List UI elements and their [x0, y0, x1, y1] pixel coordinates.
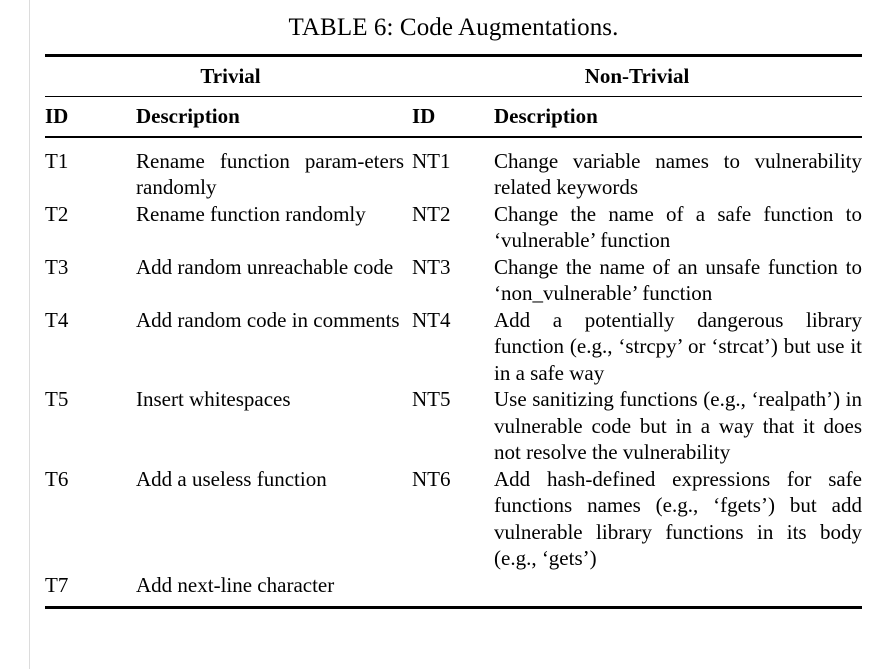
bottom-rule-spacer: [45, 598, 862, 606]
trivial-description: Add next-line character: [136, 572, 335, 597]
group-header-trivial: Trivial: [200, 63, 261, 88]
non-trivial-id: NT2: [412, 201, 451, 226]
table-row: T7 Add next-line character: [45, 572, 862, 599]
non-trivial-description: Use sanitizing functions (e.g., ‘re­alpa…: [494, 387, 862, 465]
group-header-non-trivial: Non-Trivial: [584, 63, 690, 88]
column-header-description-trivial: Description: [136, 104, 240, 129]
table-caption: TABLE 6: Code Augmentations.: [288, 14, 619, 41]
column-header-id-trivial: ID: [45, 104, 69, 129]
page-column-guide-line: [29, 0, 30, 669]
non-trivial-id: NT4: [412, 307, 451, 332]
non-trivial-description: Change the name of an unsafe func­tion t…: [494, 254, 862, 306]
column-header-description-non-trivial: Description: [494, 104, 598, 129]
table-column-header-row: ID Description ID Description: [45, 97, 862, 136]
non-trivial-id: NT6: [412, 466, 451, 491]
table-row: T5 Insert whitespaces NT5 Use sanitizing…: [45, 386, 862, 466]
table-row: T4 Add random code in comments NT4 Add a…: [45, 307, 862, 387]
group-header-rule-row: [45, 95, 862, 98]
non-trivial-id: NT5: [412, 387, 451, 412]
trivial-description: Insert whitespaces: [136, 387, 291, 412]
trivial-id: T6: [45, 466, 69, 491]
table-top-rule: [45, 53, 862, 57]
trivial-id: T5: [45, 387, 69, 412]
non-trivial-description: [494, 572, 862, 599]
column-header-id-non-trivial: ID: [412, 104, 436, 129]
non-trivial-description: Change variable names to vulnera­bility …: [494, 148, 862, 200]
trivial-description: Add random code in comments: [136, 307, 400, 332]
table-group-header-row: Trivial Non-Trivial: [45, 57, 862, 96]
column-header-rule: [45, 136, 862, 138]
non-trivial-description: Add a potentially dangerous library func…: [494, 307, 862, 385]
table-body: T1 Rename function param-​eters randomly…: [45, 148, 862, 599]
table-row: T1 Rename function param-​eters randomly…: [45, 148, 862, 201]
column-header-rule-row: [45, 136, 862, 138]
code-augmentations-table: Trivial Non-Trivial ID Description ID De…: [45, 57, 862, 598]
trivial-description: Rename function ran­domly: [136, 201, 366, 226]
non-trivial-description: Add hash-defined expressions for safe fu…: [494, 466, 862, 571]
non-trivial-id: [412, 572, 494, 599]
trivial-id: T4: [45, 307, 69, 332]
header-body-spacer: [45, 138, 862, 148]
trivial-description: Add a useless function: [136, 466, 327, 491]
trivial-id: T7: [45, 572, 69, 597]
trivial-description: Rename function param-​eters randomly: [136, 148, 404, 200]
trivial-id: T3: [45, 254, 69, 279]
group-header-rule: [45, 95, 862, 98]
trivial-id: T1: [45, 148, 69, 173]
table-row: T3 Add random unreachable code NT3 Chang…: [45, 254, 862, 307]
trivial-id: T2: [45, 201, 69, 226]
table-row: T2 Rename function ran­domly NT2 Change …: [45, 201, 862, 254]
table-row: T6 Add a useless function NT6 Add hash-d…: [45, 466, 862, 572]
table-container: TABLE 6: Code Augmentations. Trivial Non…: [45, 0, 862, 610]
table-bottom-rule: [45, 606, 862, 610]
non-trivial-description: Change the name of a safe function to ‘v…: [494, 201, 862, 253]
trivial-description: Add random unreachable code: [136, 254, 394, 279]
non-trivial-id: NT3: [412, 254, 451, 279]
non-trivial-id: NT1: [412, 148, 451, 173]
